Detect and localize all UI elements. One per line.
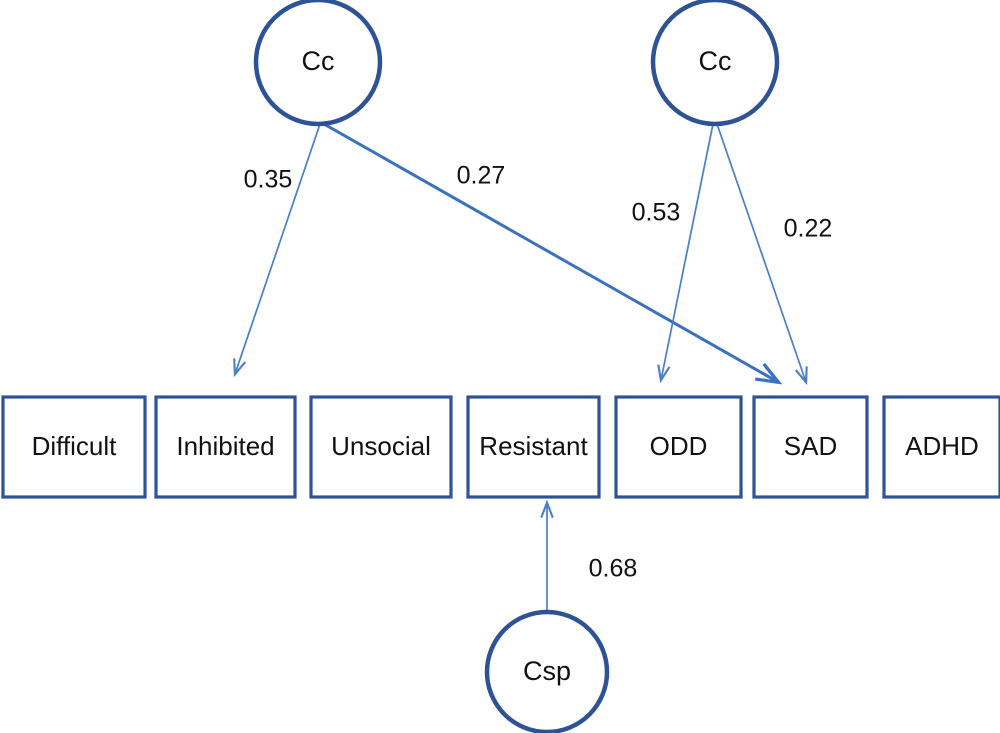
observed-box-adhd[interactable] — [882, 395, 1000, 499]
observed-label-resistant: Resistant — [479, 431, 588, 461]
path-arrow-cc-left-to-inhibited — [235, 123, 321, 374]
observed-label-inhibited: Inhibited — [176, 431, 274, 461]
observed-label-adhd: ADHD — [905, 431, 979, 461]
path-arrow-cc-left-to-sad — [323, 122, 778, 382]
latent-circles-group: Cc Cc Csp — [253, 0, 780, 733]
latent-label-csp: Csp — [523, 656, 571, 686]
path-arrow-cc-right-to-odd — [661, 123, 714, 380]
observed-box-resistant[interactable] — [466, 395, 601, 499]
coefficient-labels-group: 0.35 0.27 0.53 0.22 0.68 — [244, 162, 833, 583]
coefficient-label-cc-right-to-sad: 0.22 — [784, 215, 833, 243]
path-arrow-cc-right-to-sad — [716, 123, 806, 382]
coefficient-label-cc-left-to-inhibited: 0.35 — [244, 166, 293, 194]
coefficient-label-cc-left-to-sad: 0.27 — [457, 162, 506, 190]
observed-box-sad[interactable] — [752, 395, 869, 499]
observed-boxes-group: Difficult Inhibited Unsocial Resistant O… — [1, 395, 1000, 499]
latent-circle-csp[interactable] — [484, 609, 610, 733]
observed-label-difficult: Difficult — [32, 431, 118, 461]
latent-label-cc-left: Cc — [302, 46, 335, 76]
latent-circle-cc-right[interactable] — [650, 0, 780, 127]
path-arrows-group — [235, 122, 806, 612]
observed-box-unsocial[interactable] — [309, 395, 453, 499]
observed-box-odd[interactable] — [614, 395, 743, 499]
observed-box-inhibited[interactable] — [154, 395, 297, 499]
observed-label-unsocial: Unsocial — [331, 431, 431, 461]
coefficient-label-csp-to-resistant: 0.68 — [589, 555, 638, 583]
observed-label-odd: ODD — [650, 431, 708, 461]
observed-box-difficult[interactable] — [1, 395, 147, 499]
latent-circle-cc-left[interactable] — [253, 0, 383, 127]
observed-label-sad: SAD — [784, 431, 837, 461]
latent-label-cc-right: Cc — [699, 46, 732, 76]
coefficient-label-cc-right-to-odd: 0.53 — [632, 199, 681, 227]
